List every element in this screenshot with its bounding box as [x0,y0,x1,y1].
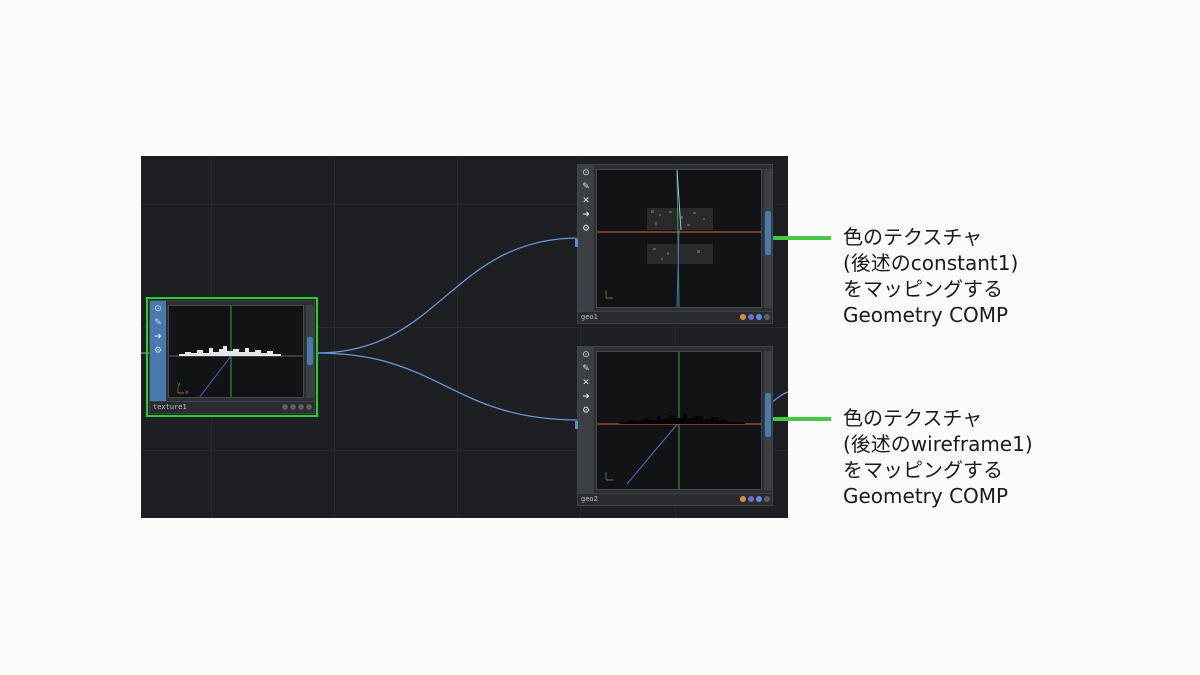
wire-texture1-geo1 [316,237,580,354]
texture1-node[interactable]: ⊙ ✎ ➜ ⚙ y x t [146,297,318,417]
viewer-icon[interactable]: ⊙ [582,350,590,360]
geo1-node[interactable]: ⊙ ✎ ✕ ➜ ⚙ [575,164,773,324]
node-toolbar: ⊙ ✎ ➜ ⚙ [150,301,166,402]
annotation-line-3: をマッピングする [843,458,1003,482]
close-icon[interactable]: ✕ [582,378,590,388]
annotation-text: 色のテクスチャ (後述のwireframe1) をマッピングする Geometr… [843,405,1033,509]
clone-icon[interactable]: ⚙ [581,406,591,416]
flag-button[interactable] [298,404,304,410]
flag-button[interactable] [764,314,770,320]
arrow-icon[interactable]: ➜ [582,392,590,402]
input-connector[interactable] [575,239,580,247]
annotation-line-2: (後述のwireframe1) [843,432,1033,456]
grid-line [141,450,788,451]
close-icon[interactable]: ✕ [582,196,590,206]
annotation-line-3: をマッピングする [843,277,1003,301]
geo2-viewer[interactable] [596,351,762,490]
node-right-bar [764,169,772,308]
geo1-render [597,170,761,307]
flag-button[interactable] [764,496,770,502]
clone-icon[interactable]: ⚙ [581,224,591,234]
annotation-line-1: 色のテクスチャ [843,406,983,430]
wire-texture1-geo2 [316,352,580,421]
annotation-line-1: 色のテクスチャ [843,225,983,249]
flag-button[interactable] [748,314,754,320]
node-right-bar [306,305,314,398]
clone-icon[interactable]: ⚙ [153,346,163,356]
annotation-text: 色のテクスチャ (後述のconstant1) をマッピングする Geometry… [843,224,1018,328]
node-footer: geo1 [578,311,772,323]
node-name[interactable]: geo1 [581,313,598,321]
flag-button[interactable] [290,404,296,410]
flag-button[interactable] [306,404,312,410]
node-flags [740,314,770,321]
flag-button[interactable] [740,496,746,502]
geo2-node[interactable]: ⊙ ✎ ✕ ➜ ⚙ geo2 [575,346,773,506]
wires [141,237,788,421]
grid-line [141,327,788,328]
network-editor[interactable]: ⊙ ✎ ➜ ⚙ y x t [141,156,788,518]
annotation-geo2: 色のテクスチャ (後述のwireframe1) をマッピングする Geometr… [773,405,1193,515]
node-flags [740,496,770,503]
annotation-line-4: Geometry COMP [843,484,1009,508]
node-toolbar: ⊙ ✎ ✕ ➜ ⚙ [578,347,594,494]
axis-y-label: y [177,381,181,388]
node-flags [282,404,312,411]
node-footer: geo2 [578,493,772,505]
node-footer: texture1 [150,401,314,413]
grid-line [141,204,788,205]
arrow-icon[interactable]: ➜ [154,332,162,342]
node-toolbar: ⊙ ✎ ✕ ➜ ⚙ [578,165,594,312]
bypass-icon[interactable]: ✎ [154,318,162,328]
grid-line [580,156,581,518]
output-connector[interactable] [765,211,771,255]
flag-button[interactable] [740,314,746,320]
arrow-icon[interactable]: ➜ [582,210,590,220]
bypass-icon[interactable]: ✎ [582,364,590,374]
flag-button[interactable] [748,496,754,502]
annotation-line-4: Geometry COMP [843,303,1009,327]
viewer-icon[interactable]: ⊙ [154,304,162,314]
annotation-line [773,417,831,421]
flag-button[interactable] [282,404,288,410]
flag-button[interactable] [756,496,762,502]
grid-line [457,156,458,518]
node-right-bar [764,351,772,490]
grid-line [675,156,676,518]
texture1-render: y x [169,306,303,397]
geo1-viewer[interactable] [596,169,762,308]
output-connector[interactable] [765,393,771,437]
viewer-icon[interactable]: ⊙ [582,168,590,178]
texture1-viewer[interactable]: y x [168,305,304,398]
annotation-line [773,236,831,240]
flag-button[interactable] [756,314,762,320]
node-name[interactable]: texture1 [153,403,187,411]
annotation-line-2: (後述のconstant1) [843,251,1019,275]
grid-line [334,156,335,518]
node-name[interactable]: geo2 [581,495,598,503]
bypass-icon[interactable]: ✎ [582,182,590,192]
annotation-geo1: 色のテクスチャ (後述のconstant1) をマッピングする Geometry… [773,224,1193,334]
input-connector[interactable] [575,421,580,429]
geo2-render [597,352,761,489]
output-connector[interactable] [307,337,313,365]
axis-x-label: x [185,389,189,396]
